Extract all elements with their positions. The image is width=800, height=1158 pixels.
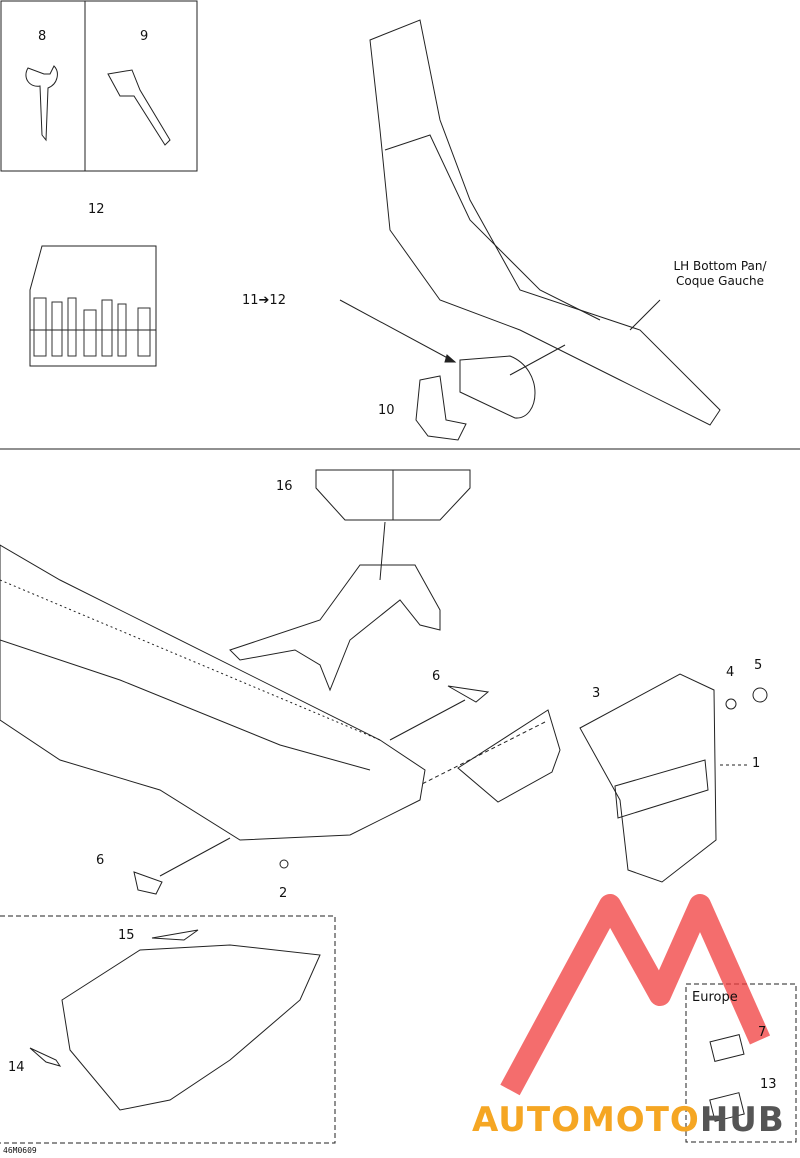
part-14-strip bbox=[29, 1047, 62, 1067]
part-5-cap bbox=[752, 687, 768, 703]
callout-12: 12 bbox=[88, 202, 105, 217]
part-roller bbox=[459, 355, 536, 419]
part-13-reflector bbox=[709, 1092, 745, 1122]
part-3-plate bbox=[457, 709, 561, 803]
callout-11-12: 11➔12 bbox=[242, 293, 286, 308]
callout-5: 5 bbox=[754, 658, 763, 673]
part-8-wrench bbox=[25, 65, 58, 142]
part-7-reflector bbox=[709, 1034, 745, 1062]
drawing-code: 46M0609 bbox=[3, 1146, 37, 1155]
lh-bottom-pan-label-line1: LH Bottom Pan/ bbox=[673, 259, 767, 273]
part-rear-bumper bbox=[229, 564, 441, 692]
part-12-toolkit bbox=[29, 245, 157, 367]
part-9-tool bbox=[107, 69, 171, 146]
toolkit-contents bbox=[33, 297, 151, 357]
box-items-14-15 bbox=[0, 915, 336, 1144]
region-label-europe: Europe bbox=[692, 990, 738, 1005]
lh-bottom-pan-label-line2: Coque Gauche bbox=[676, 274, 764, 288]
part-6-bracket-upper bbox=[447, 685, 490, 703]
callout-2: 2 bbox=[279, 886, 288, 901]
part-6-bracket-lower bbox=[133, 871, 163, 895]
callout-10: 10 bbox=[378, 403, 395, 418]
callout-1: 1 bbox=[752, 756, 761, 771]
callout-14: 14 bbox=[8, 1060, 25, 1075]
watermark-text-suffix: HUB bbox=[699, 1100, 785, 1140]
box-item-8 bbox=[0, 0, 86, 172]
watermark-text: AUTOMOTOHUB bbox=[472, 1100, 785, 1140]
callout-6-upper: 6 bbox=[432, 669, 441, 684]
callout-6-lower: 6 bbox=[96, 853, 105, 868]
part-bottom-pan bbox=[61, 944, 321, 1111]
part-1-snowflap bbox=[579, 673, 717, 883]
part-4-nut bbox=[725, 698, 737, 710]
part-15-strip bbox=[151, 929, 199, 941]
callout-13: 13 bbox=[760, 1077, 777, 1092]
lh-bottom-pan-label: LH Bottom Pan/ Coque Gauche bbox=[655, 259, 785, 289]
part-2-fastener bbox=[279, 859, 289, 869]
part-tunnel bbox=[0, 544, 426, 841]
callout-16: 16 bbox=[276, 479, 293, 494]
callout-4: 4 bbox=[726, 665, 735, 680]
part-10-bracket bbox=[415, 375, 467, 441]
part-lh-bottom-pan bbox=[369, 19, 721, 426]
watermark-logo bbox=[500, 894, 771, 1096]
callout-8: 8 bbox=[38, 29, 47, 44]
watermark-text-prefix: AUTOMOTO bbox=[472, 1100, 700, 1140]
callout-7: 7 bbox=[758, 1025, 767, 1040]
part-16-warning-decal bbox=[315, 469, 471, 521]
callout-15: 15 bbox=[118, 928, 135, 943]
box-europe bbox=[685, 983, 797, 1143]
callout-3: 3 bbox=[592, 686, 601, 701]
box-item-9 bbox=[84, 0, 198, 172]
callout-9: 9 bbox=[140, 29, 149, 44]
